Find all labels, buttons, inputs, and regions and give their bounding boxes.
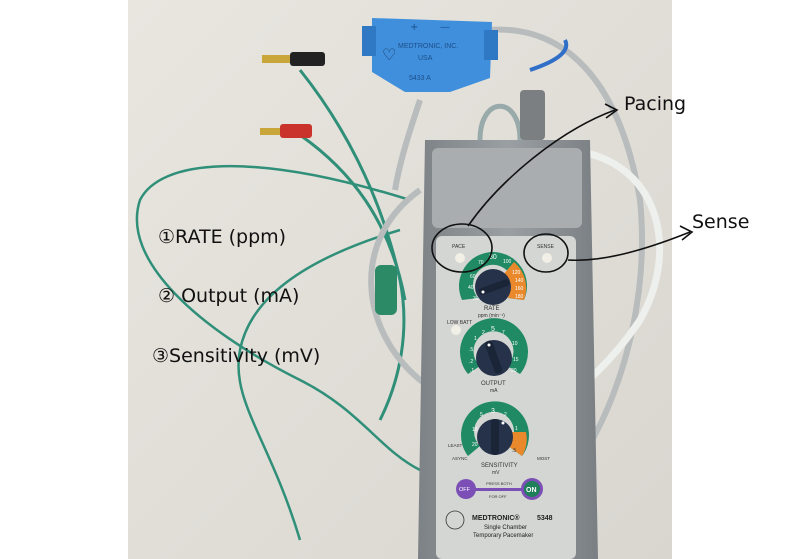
black-pin <box>290 52 325 66</box>
svg-text:15: 15 <box>513 357 519 363</box>
svg-text:OFF: OFF <box>459 487 471 493</box>
device-desc-2: Temporary Pacemaker <box>473 533 533 539</box>
pace-label: PACE <box>452 244 466 250</box>
svg-text:1: 1 <box>474 336 477 342</box>
sense-indicator-light <box>542 253 552 263</box>
svg-text:60: 60 <box>470 274 476 280</box>
device-desc-1: Single Chamber <box>484 525 527 531</box>
annotation-rate: ①RATE (ppm) <box>158 226 286 248</box>
svg-text:120: 120 <box>512 270 521 276</box>
output-unit: mA <box>490 388 498 394</box>
svg-text:160: 160 <box>515 286 524 292</box>
svg-text:+: + <box>410 22 418 33</box>
least-label: LEAST <box>448 443 463 448</box>
pace-indicator-light <box>455 253 465 263</box>
svg-text:20: 20 <box>511 368 517 374</box>
svg-text:40: 40 <box>468 285 474 291</box>
on-off-link <box>468 488 528 491</box>
pace-circle <box>431 223 493 273</box>
medtronic-logo <box>445 510 465 530</box>
most-label: MOST <box>537 456 550 461</box>
async-label: ASYNC <box>452 456 468 461</box>
handwritten-marks <box>431 103 694 273</box>
rate-label: RATE <box>484 306 500 312</box>
svg-text:.1: .1 <box>470 368 474 374</box>
terminal-cover <box>432 148 582 228</box>
annotation-pacing: Pacing <box>624 93 686 115</box>
red-pin-tip <box>260 128 282 135</box>
svg-text:5: 5 <box>480 412 483 418</box>
annotation-sense: Sense <box>692 211 749 233</box>
rate-dial[interactable]: 30 40 60 70 80 100 120 140 160 180 RATE … <box>459 252 527 319</box>
sensitivity-dial[interactable]: 20 10 5 3 2 1 .5 LEAST ASYNC MOST SENSIT… <box>448 401 550 476</box>
lead-plug <box>520 90 545 140</box>
svg-text:30: 30 <box>473 296 479 302</box>
red-pin <box>280 124 312 138</box>
sense-arrow <box>567 231 691 262</box>
rate-unit: ppm (min⁻¹) <box>478 313 505 319</box>
ferrite-sleeve <box>375 265 397 315</box>
svg-text:100: 100 <box>503 259 512 265</box>
sense-circle <box>523 233 569 273</box>
off-button[interactable] <box>456 479 476 499</box>
svg-text:FOR OFF: FOR OFF <box>489 494 507 499</box>
output-dial[interactable]: .1 .2 .5 1 2 5 7 10 15 20 OUTPUT mA <box>459 318 528 394</box>
low-batt-label: LOW BATT <box>447 320 472 326</box>
svg-text:—: — <box>440 22 450 33</box>
svg-text:140: 140 <box>515 278 524 284</box>
annotation-sensitivity: ③Sensitivity (mV) <box>152 345 320 367</box>
svg-text:♡: ♡ <box>382 45 396 64</box>
svg-text:1: 1 <box>515 426 518 432</box>
annotation-output: ② Output (mA) <box>158 285 299 307</box>
sensitivity-label: SENSITIVITY <box>481 463 518 469</box>
svg-text:PRESS BOTH: PRESS BOTH <box>486 481 512 486</box>
control-panel <box>436 236 576 559</box>
low-batt-indicator-light <box>451 325 461 335</box>
svg-text:MEDTRONIC, INC.: MEDTRONIC, INC. <box>398 43 458 50</box>
svg-text:2: 2 <box>482 330 485 336</box>
pacing-arrow <box>467 109 616 227</box>
svg-text:5: 5 <box>491 326 495 333</box>
svg-text:5433 A: 5433 A <box>409 75 431 82</box>
svg-text:USA: USA <box>418 55 433 62</box>
wires <box>135 26 663 541</box>
svg-text:.2: .2 <box>469 359 473 365</box>
sense-label: SENSE <box>537 244 555 250</box>
svg-text:2: 2 <box>504 412 507 418</box>
svg-text:.5: .5 <box>512 448 516 454</box>
svg-text:10: 10 <box>472 427 478 433</box>
svg-text:.5: .5 <box>469 347 473 353</box>
svg-text:70: 70 <box>478 260 484 266</box>
svg-text:3: 3 <box>491 408 495 415</box>
device-brand: MEDTRONIC® <box>472 514 520 522</box>
svg-text:20: 20 <box>472 442 478 448</box>
svg-text:7: 7 <box>502 330 505 336</box>
svg-text:ON: ON <box>526 487 537 494</box>
svg-text:80: 80 <box>489 254 497 261</box>
device-handle <box>477 103 523 141</box>
svg-text:180: 180 <box>515 294 524 300</box>
sensitivity-unit: mV <box>492 470 500 476</box>
black-pin-tip <box>262 55 292 63</box>
device-model: 5348 <box>537 515 553 522</box>
blue-connector: + — MEDTRONIC, INC. USA 5433 A ♡ <box>362 18 498 92</box>
output-label: OUTPUT <box>481 381 506 387</box>
svg-text:10: 10 <box>512 341 518 347</box>
